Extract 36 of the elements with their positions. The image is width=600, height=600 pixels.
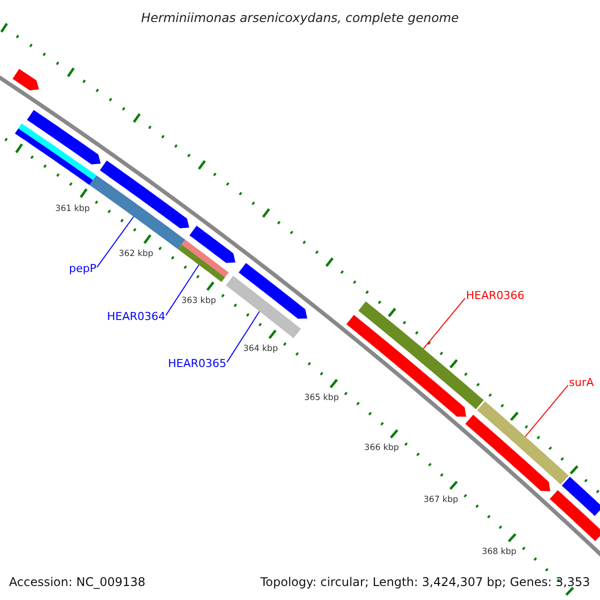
leader-line — [524, 384, 568, 438]
gene-bar — [358, 301, 484, 410]
genome-info-text: Topology: circular; Length: 3,424,307 bp; Genes: 3,353 — [260, 575, 590, 590]
gene-label: HEAR0366 — [466, 289, 524, 302]
gene-bar — [550, 490, 600, 542]
scale-label: 361 kbp — [55, 204, 90, 214]
gene-label: HEAR0364 — [107, 310, 166, 324]
gene-bar — [26, 110, 101, 164]
scale-label: 367 kbp — [424, 494, 458, 505]
gene-bar — [346, 314, 466, 417]
gene-bar — [14, 124, 96, 185]
gene-label: surA — [569, 376, 594, 390]
scale-label: 362 kbp — [118, 249, 154, 260]
accession-text: Accession: NC_009138 — [9, 575, 146, 590]
scale-label: 368 kbp — [482, 546, 516, 557]
gene-bar — [562, 476, 600, 516]
gene-bar — [465, 414, 550, 492]
gene-bar — [89, 175, 186, 250]
gene-bar — [238, 263, 308, 319]
chart-title: Herminiimonas arsenicoxydans, complete genome — [140, 10, 460, 25]
leader-line — [226, 310, 260, 363]
scale-label: 364 kbp — [243, 344, 278, 354]
gene-bar — [12, 68, 39, 90]
scale-label: 363 kbp — [181, 296, 216, 306]
scale-label: 365 kbp — [304, 393, 339, 404]
leader-line — [422, 298, 466, 350]
leader-line — [166, 264, 200, 316]
leader-line — [96, 216, 134, 268]
gene-bar — [178, 240, 229, 282]
gene-bar — [477, 401, 569, 485]
gene-bar — [226, 276, 301, 338]
gene-bar — [100, 160, 190, 228]
gene-label: HEAR0365 — [168, 357, 226, 370]
gene-label: pepP — [69, 262, 96, 276]
gene-bar — [189, 226, 236, 263]
scale-label: 366 kbp — [364, 443, 399, 454]
